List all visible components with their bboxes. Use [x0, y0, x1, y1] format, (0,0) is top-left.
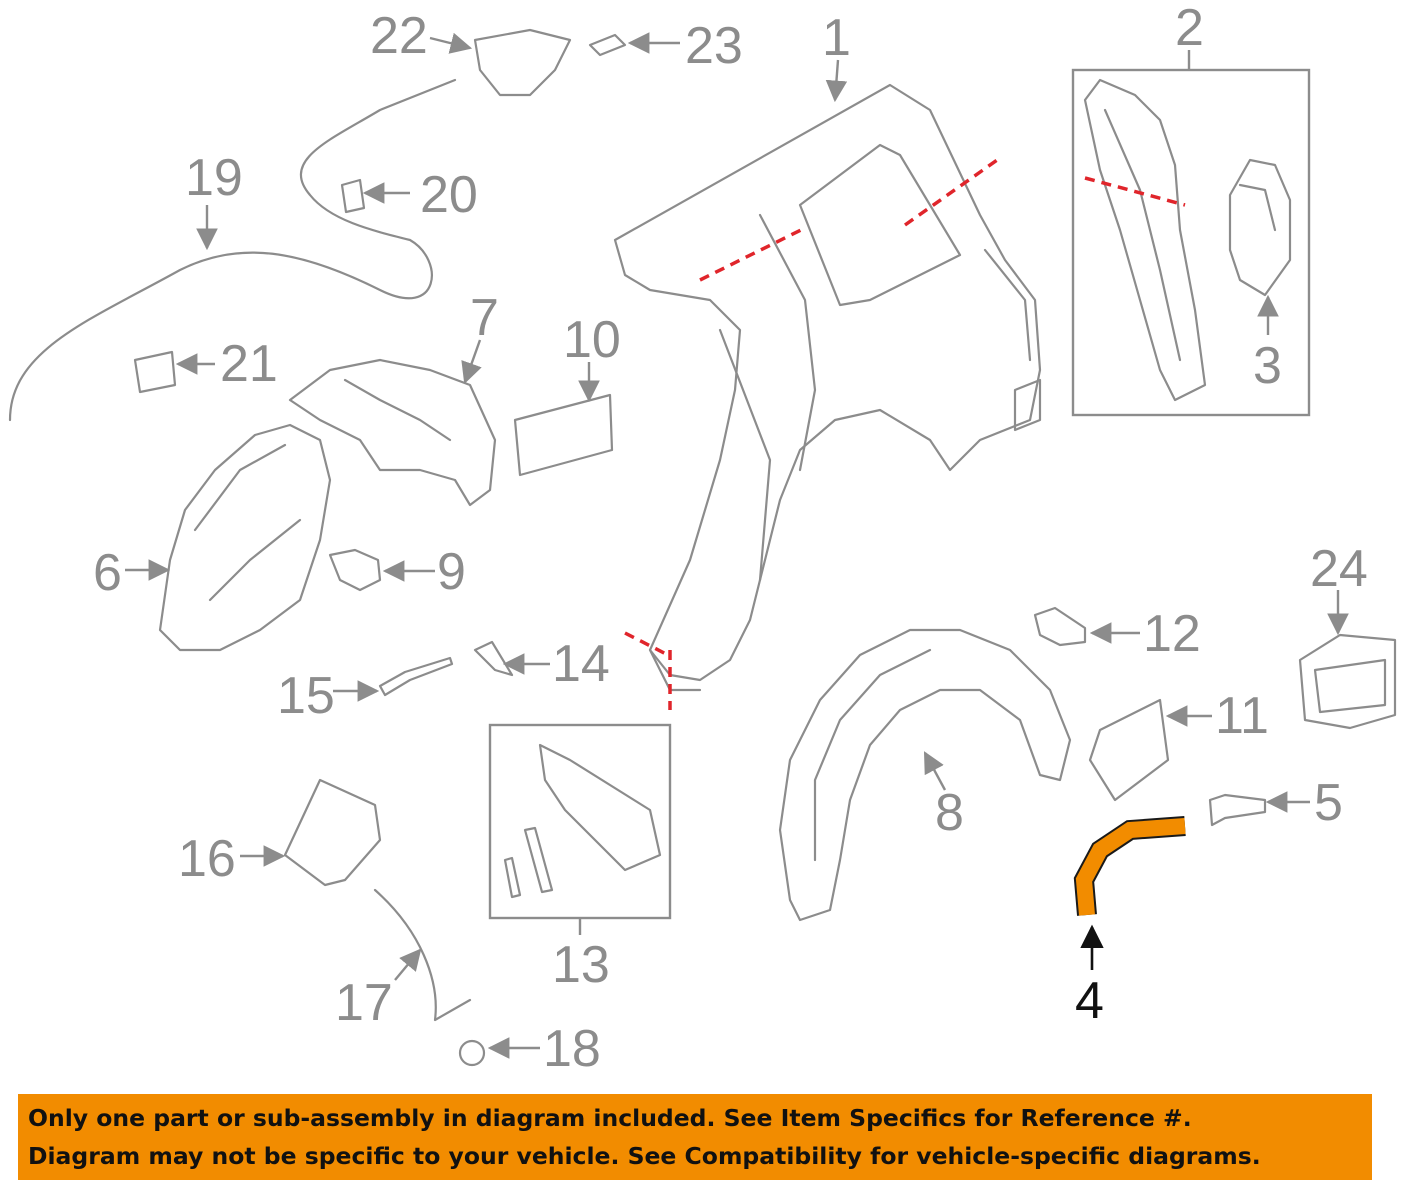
bracket-part-3 [1228, 158, 1292, 297]
bracket-part-10 [513, 393, 614, 477]
callout-7: 7 [470, 289, 499, 347]
filler-housing-part-16 [283, 778, 382, 887]
nut-part-18 [458, 1039, 486, 1067]
callout-15: 15 [277, 667, 335, 725]
inset-box-13 [488, 723, 672, 920]
splash-shield-part-7 [288, 358, 497, 507]
callout-20: 20 [420, 166, 478, 224]
callout-9: 9 [437, 543, 466, 601]
hinge-part-22 [473, 28, 572, 97]
callout-11: 11 [1215, 687, 1269, 745]
callout-14: 14 [552, 635, 610, 693]
strip-part-13b [523, 826, 554, 894]
callout-13: 13 [552, 936, 610, 994]
callout-12: 12 [1143, 605, 1201, 663]
release-cable-part-19 [8, 78, 457, 422]
callout-17: 17 [335, 974, 393, 1032]
pillar-part [1083, 78, 1207, 402]
clip-part-20 [340, 178, 366, 214]
callout-24: 24 [1310, 540, 1368, 598]
callout-5: 5 [1314, 774, 1343, 832]
clip-part-23 [588, 33, 627, 57]
wheelhouse-liner-part-8 [778, 628, 1072, 922]
bolt-part-5 [1208, 793, 1267, 827]
drain-hose-part-17 [373, 888, 472, 1022]
quarter-panel-part [613, 83, 1042, 692]
disclaimer-banner: Only one part or sub-assembly in diagram… [18, 1094, 1372, 1180]
disclaimer-line-1: Only one part or sub-assembly in diagram… [28, 1104, 1192, 1132]
bolt-part-9 [328, 548, 382, 592]
vent-part-24 [1298, 633, 1397, 730]
callout-23: 23 [685, 17, 743, 75]
callout-6: 6 [93, 544, 122, 602]
callout-22: 22 [370, 7, 428, 65]
callout-4-highlighted: 4 [1075, 972, 1104, 1030]
callout-8: 8 [935, 784, 964, 842]
disclaimer-line-2: Diagram may not be specific to your vehi… [28, 1142, 1261, 1170]
bracket-part-11 [1088, 698, 1170, 802]
fender-liner-part-6 [158, 423, 332, 652]
callout-19: 19 [185, 149, 243, 207]
callout-2: 2 [1175, 0, 1204, 57]
inset-box-2 [1071, 68, 1311, 417]
callout-16: 16 [178, 830, 236, 888]
callout-21: 21 [220, 335, 278, 393]
highlighted-molding-part-4 [1073, 816, 1186, 916]
strip-part-13a [503, 856, 522, 899]
bolt-part-12 [1033, 606, 1087, 647]
callout-3: 3 [1253, 337, 1282, 395]
callout-10: 10 [563, 311, 621, 369]
parts-diagram: 1 2 3 4 5 6 7 8 9 10 11 12 13 14 15 16 1… [8, 0, 1397, 1078]
clip-part-14 [473, 640, 514, 677]
callout-18: 18 [543, 1020, 601, 1078]
callout-1: 1 [822, 9, 851, 67]
actuator-part-21 [133, 350, 177, 394]
reinforcement-part-13 [538, 743, 662, 872]
screw-part-15 [378, 656, 454, 697]
